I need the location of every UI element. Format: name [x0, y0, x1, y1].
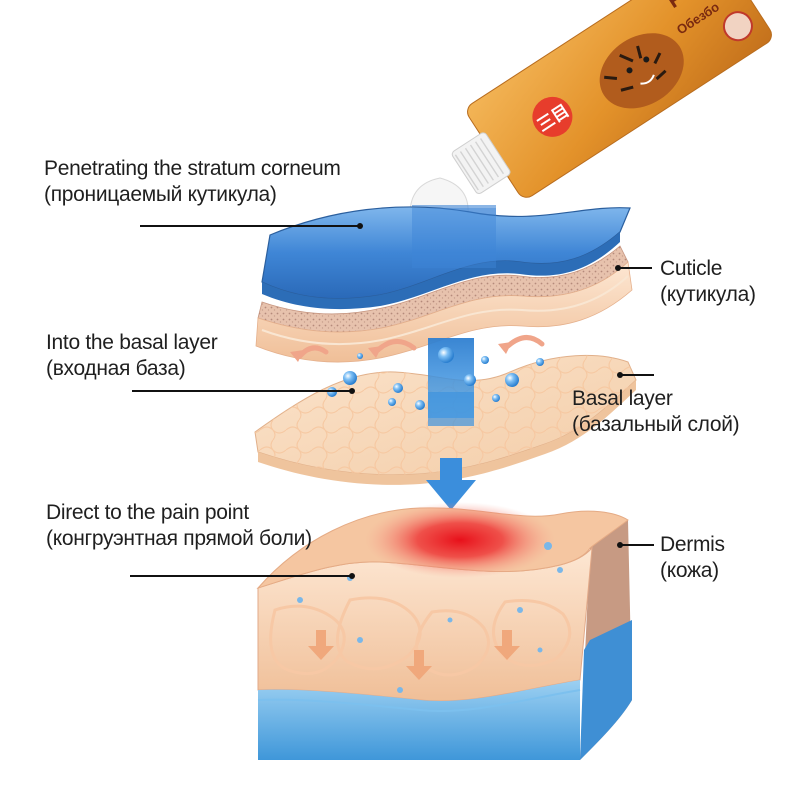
stratum-corneum-layer — [261, 206, 631, 310]
dermis-arrows — [308, 630, 520, 680]
label-basal-layer: Basal layer (базальный слой) — [572, 386, 740, 438]
label-pain-point-ru: (конгруэнтная прямой боли) — [46, 527, 312, 550]
label-cuticle: Cuticle (кутикула) — [660, 256, 756, 308]
leader-line-into-basal — [132, 388, 355, 394]
penetration-beam-middle-tip — [428, 392, 474, 426]
tube-logo: 三目 — [532, 96, 573, 137]
label-cuticle-en: Cuticle — [660, 257, 723, 280]
label-pain-point-en: Direct to the pain point — [46, 501, 249, 524]
label-into-basal-ru: (входная база) — [46, 357, 186, 380]
label-stratum-corneum-ru: (проницаемый кутикула) — [44, 183, 277, 206]
active-ingredient-bubbles — [327, 347, 544, 410]
label-basal-layer-en: Basal layer — [572, 387, 673, 410]
label-into-basal: Into the basal layer (входная база) — [46, 330, 218, 382]
label-pain-point: Direct to the pain point (конгруэнтная п… — [46, 500, 312, 552]
tiger-illustration — [599, 33, 684, 109]
ointment-tube: 三目 Pa Обезбо — [451, 0, 772, 198]
leader-line-dermis — [617, 542, 654, 548]
pain-point-glow — [365, 502, 555, 578]
label-dermis: Dermis (кожа) — [660, 532, 725, 584]
label-stratum-corneum-en: Penetrating the stratum corneum — [44, 157, 341, 180]
leader-line-stratum — [140, 223, 363, 229]
label-into-basal-en: Into the basal layer — [46, 331, 218, 354]
label-basal-layer-ru: (базальный слой) — [572, 413, 740, 436]
leader-line-cuticle — [615, 265, 652, 271]
leader-line-basal — [617, 372, 654, 378]
down-arrow-icon — [426, 458, 476, 510]
leader-line-pain — [130, 573, 355, 579]
label-cuticle-ru: (кутикула) — [660, 283, 756, 306]
label-dermis-ru: (кожа) — [660, 559, 719, 582]
cuticle-layer — [255, 245, 633, 363]
label-stratum-corneum: Penetrating the stratum corneum (проница… — [44, 156, 341, 208]
dermis-block — [256, 502, 632, 760]
label-dermis-en: Dermis — [660, 533, 725, 556]
circulation-arrowheads — [290, 342, 512, 362]
